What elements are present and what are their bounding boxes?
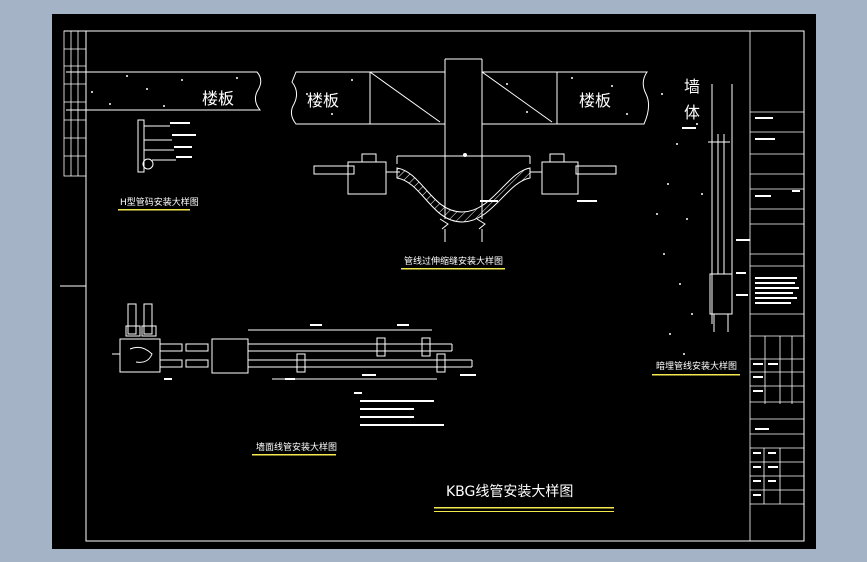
drawing-canvas: 楼板 楼板 楼板 墙 体 H型管码安装大样图 管线过伸缩缝安装大样图 <box>52 14 816 549</box>
main-title-underline <box>434 507 614 509</box>
expansion-joint-detail <box>313 153 617 195</box>
concealed-wall-detail <box>708 84 733 332</box>
concrete-specks <box>91 75 703 355</box>
slab-middle <box>290 71 446 125</box>
title-block-marks <box>753 117 800 496</box>
detail-2-title: 管线过伸缩缝安装大样图 <box>404 255 503 267</box>
detail-1-title: H型管码安装大样图 <box>120 196 199 208</box>
main-title: KBG线管安装大样图 <box>446 484 573 500</box>
surface-wall-detail <box>112 303 473 380</box>
slab-label-right: 楼板 <box>579 91 611 110</box>
h-hanger-detail <box>137 119 176 173</box>
concealed-wall-notes <box>682 127 750 296</box>
slab-label-middle: 楼板 <box>307 91 339 110</box>
detail-4-underline <box>252 454 336 456</box>
cad-drawing: 楼板 楼板 楼板 墙 体 H型管码安装大样图 管线过伸缩缝安装大样图 <box>60 30 805 542</box>
detail-1-underline <box>118 209 190 211</box>
expansion-joint-notes <box>463 153 597 202</box>
detail-3-title: 暗埋管线安装大样图 <box>656 360 737 372</box>
wall-label-2: 体 <box>684 103 700 122</box>
slab-left <box>66 71 262 111</box>
slab-label-left: 楼板 <box>202 89 234 108</box>
title-block <box>749 31 804 541</box>
wall-label-1: 墙 <box>684 77 700 96</box>
surface-wall-notes <box>164 324 476 426</box>
detail-2-underline <box>401 268 505 270</box>
detail-3-underline <box>652 374 740 376</box>
main-title-underline-2 <box>434 511 614 512</box>
detail-4-title: 墙面线管安装大样图 <box>256 441 337 453</box>
flexible-conduit <box>396 167 531 223</box>
left-revision-grid <box>63 30 87 177</box>
slab-right <box>481 71 650 125</box>
h-hanger-notes <box>170 122 196 158</box>
